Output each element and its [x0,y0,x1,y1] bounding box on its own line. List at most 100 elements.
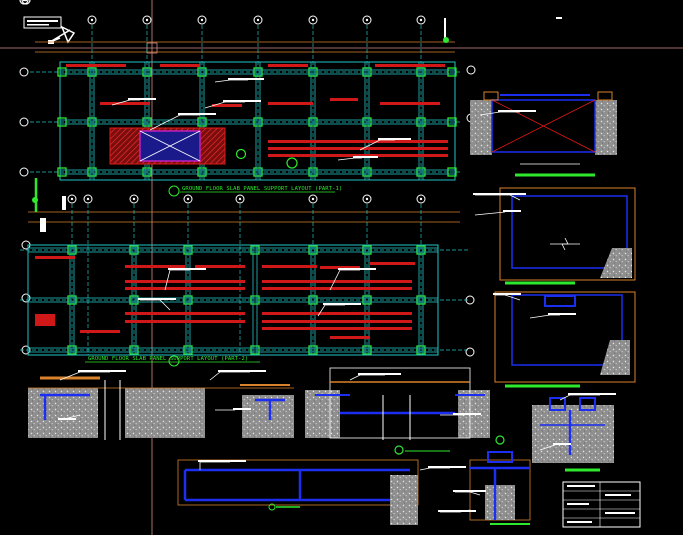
note-bar [58,418,76,420]
support-strip [262,327,412,330]
note-bar [353,156,378,158]
schedule-table[interactable] [562,481,641,528]
note-bar [62,196,66,210]
column-marker [250,295,260,305]
section-detail-7[interactable] [177,459,419,525]
beam [185,244,191,356]
grid-bubble-icon [308,194,318,204]
grid-bubble-icon [67,194,77,204]
section-detail-8[interactable] [469,435,531,525]
support-strip [125,320,245,323]
support-strip [195,265,245,268]
grid-bubble-icon [253,15,263,25]
column-marker [416,345,426,355]
column-marker [447,117,457,127]
grid-bubble-icon [362,194,372,204]
note-bar [493,293,521,295]
leader-line [455,491,481,496]
section-detail-5[interactable] [28,376,294,440]
grid-bubble-dot [311,18,315,22]
beam [255,61,261,181]
note-bar [358,373,401,375]
grid-bubble-icon [465,347,475,357]
support-strip [320,266,360,269]
grid-bubble-dot [24,0,28,2]
column-marker [308,67,318,77]
grid-bubble-dot [90,18,94,22]
grid-bubble-dot [22,0,26,2]
column-marker [362,117,372,127]
break-line-icon [561,237,569,251]
plan-part-1[interactable] [19,0,476,197]
column-marker [362,67,372,77]
leader-line [539,444,556,451]
grid-bubble-dot [200,18,204,22]
column-marker [253,67,263,77]
title-circle-icon-2 [168,355,180,367]
support-strip [80,330,120,333]
grid-bubble-icon [19,117,29,127]
column-marker [142,117,152,127]
beam [131,244,137,356]
section-detail-2[interactable] [499,187,636,285]
section-detail-3[interactable] [494,291,636,388]
note-bar [178,113,216,115]
annotation-leaders [32,17,616,513]
support-strip [380,102,440,105]
column-marker [253,167,263,177]
plan1-title: GROUND FLOOR SLAB PANEL SUPPORT LAYOUT (… [182,186,343,192]
support-strip [268,102,313,105]
column-marker [416,117,426,127]
column-marker [308,117,318,127]
leader-line [349,374,385,381]
support-strip [262,265,317,268]
beam [364,61,370,181]
support-strip [35,314,55,326]
section-detail-6[interactable] [305,367,490,455]
grid-bubble-dot [311,197,315,201]
column-marker [67,345,77,355]
note-bar [378,138,411,140]
beam [27,297,439,303]
support-strip [268,154,448,157]
column-marker [87,117,97,127]
grid-bubble-dot [419,197,423,201]
column-marker [183,295,193,305]
column-marker [447,167,457,177]
beam [59,119,456,125]
grid-bubble-dot [70,197,74,201]
column-marker [129,345,139,355]
beam [252,244,258,356]
beam [59,169,456,175]
note-bar [548,313,576,315]
leader-line [419,467,450,471]
column-marker [67,245,77,255]
section-detail-4[interactable] [532,397,614,472]
plan-part-2[interactable] [20,0,475,367]
support-strip [66,64,126,67]
column-marker [416,295,426,305]
column-marker [129,245,139,255]
support-strip [370,262,415,265]
beam [59,69,456,75]
column-marker [250,245,260,255]
column-marker [416,67,426,77]
support-strip [330,98,358,101]
column-marker [87,67,97,77]
section-detail-1[interactable] [470,91,617,177]
column-marker [308,295,318,305]
grid-bubble-icon [21,0,31,5]
note-bar [556,17,562,19]
leader-line [474,211,506,216]
beam [89,61,95,181]
support-strip [330,336,370,339]
note-bar [568,393,616,395]
support-strip [262,320,412,323]
column-marker [416,245,426,255]
note-bar [228,78,264,80]
grid-bubble-dot [86,197,90,201]
column-marker [253,117,263,127]
section-marker-icon [32,197,38,203]
ucs-axis-icon [48,25,76,44]
